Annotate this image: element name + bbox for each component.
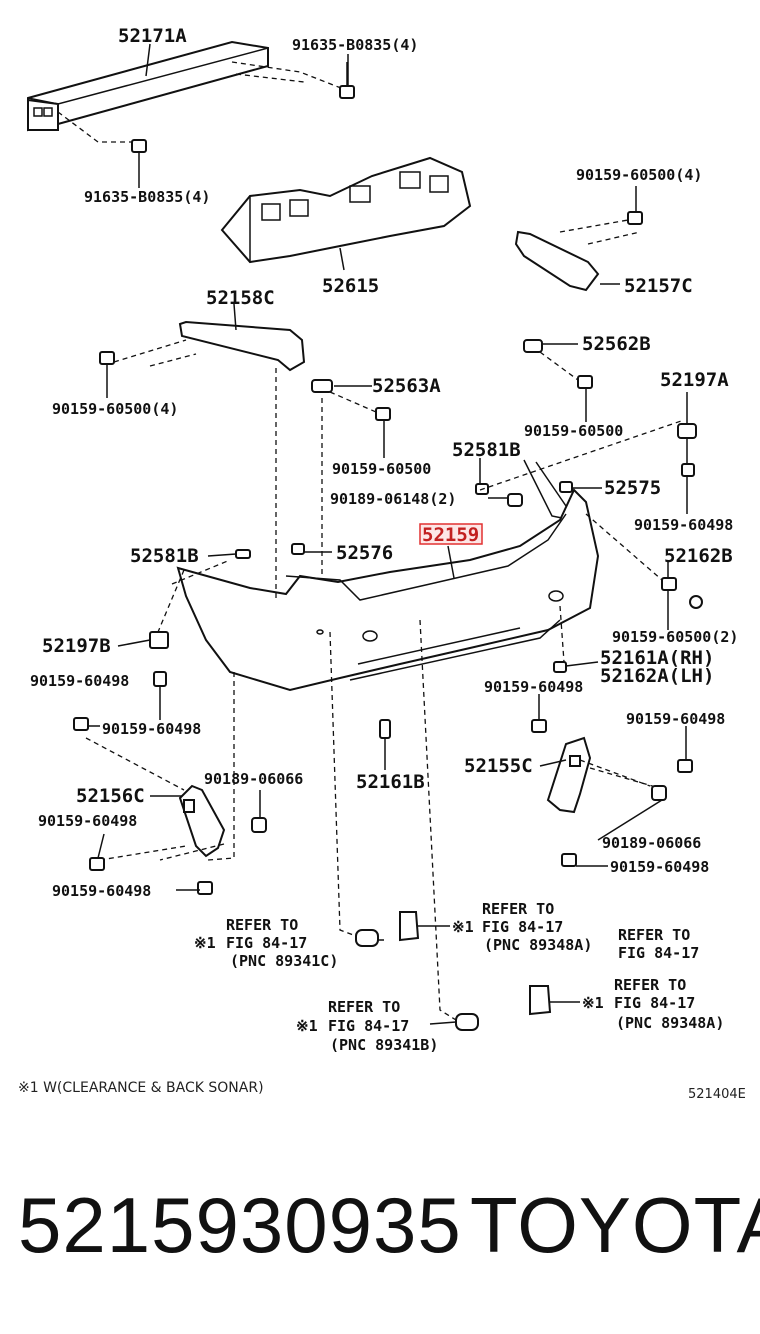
label-91635-bottom: 91635-B0835(4) <box>84 188 210 206</box>
reference-notes: REFER TO ※1 FIG 84-17 (PNC 89341C) REFER… <box>194 900 724 1054</box>
label-90159-60500-b: 90159-60500 <box>332 460 431 478</box>
label-90159-60498-r1: 90159-60498 <box>634 516 733 534</box>
left-lower-bracket-drawing <box>85 737 226 861</box>
right-lower-bracket-drawing <box>546 736 667 814</box>
part-number: 5215930935 <box>18 1181 462 1269</box>
bolt-icon <box>339 62 355 99</box>
clip-icon <box>311 379 391 421</box>
leader-lines <box>157 368 685 1021</box>
label-52562B: 52562B <box>582 333 651 355</box>
label-52161A: 52161A(RH) <box>600 647 714 669</box>
label-90159-60498-r2: 90159-60498 <box>626 710 725 728</box>
label-leaders <box>88 43 688 1025</box>
label-52615: 52615 <box>322 275 379 297</box>
screw-icon <box>73 481 703 895</box>
label-90159-60498-m: 90159-60498 <box>484 678 583 696</box>
label-52581B-left: 52581B <box>130 545 199 567</box>
label-52162B: 52162B <box>664 545 733 567</box>
label-52576: 52576 <box>336 542 393 564</box>
label-52155C: 52155C <box>464 755 533 777</box>
ref5-mark: ※1 <box>296 1017 318 1035</box>
label-90159-60500-4-left: 90159-60500(4) <box>52 400 178 418</box>
ref1-fig: FIG 84-17 <box>226 934 307 952</box>
label-90159-60498-l2: 90159-60498 <box>102 720 201 738</box>
parts-diagram: 52171A 91635-B0835(4) 91635-B0835(4) 901… <box>18 25 746 1102</box>
ref4-mark: ※1 <box>582 994 604 1012</box>
diagram-id: 521404E <box>688 1087 746 1102</box>
label-52159: 52159 <box>422 524 479 546</box>
ref3-refer: REFER TO <box>618 926 690 944</box>
label-90159-60498-r3: 90159-60498 <box>610 858 709 876</box>
label-52162A: 52162A(LH) <box>600 665 714 687</box>
label-90189-06066-l: 90189-06066 <box>204 770 303 788</box>
label-90159-60500-4-right: 90159-60500(4) <box>576 166 702 184</box>
label-52575: 52575 <box>604 477 661 499</box>
bumper-cover-drawing <box>176 459 600 692</box>
energy-absorber-drawing <box>220 156 472 271</box>
clip-icon <box>677 423 697 477</box>
ref1-refer: REFER TO <box>226 916 298 934</box>
ref5-refer: REFER TO <box>328 998 400 1016</box>
left-bracket-drawing <box>99 320 306 390</box>
reinforcement-bar-drawing <box>27 40 347 143</box>
label-90189-06066-r: 90189-06066 <box>602 834 701 852</box>
ref4-pnc: (PNC 89348A) <box>616 1014 724 1032</box>
label-90159-60500-2: 90159-60500(2) <box>612 628 738 646</box>
label-52197A: 52197A <box>660 369 729 391</box>
label-52158C: 52158C <box>206 287 275 309</box>
label-52171A: 52171A <box>118 25 187 47</box>
ref2-mark: ※1 <box>452 918 474 936</box>
label-52581B-top: 52581B <box>452 439 521 461</box>
ref1-pnc: (PNC 89341C) <box>230 952 338 970</box>
label-90159-60498-l4: 90159-60498 <box>52 882 151 900</box>
label-90159-60498-l3: 90159-60498 <box>38 812 137 830</box>
label-90189-06148: 90189-06148(2) <box>330 490 456 508</box>
label-52157C: 52157C <box>624 275 693 297</box>
ref2-refer: REFER TO <box>482 900 554 918</box>
highlight-box <box>419 523 483 545</box>
right-bracket-drawing <box>514 211 643 292</box>
brand-name: TOYOTA <box>470 1181 760 1269</box>
ref4-fig: FIG 84-17 <box>614 994 695 1012</box>
footnote: ※1 W(CLEARANCE & BACK SONAR) <box>18 1080 264 1096</box>
part-labels: 52171A 91635-B0835(4) 91635-B0835(4) 901… <box>30 25 738 900</box>
ref4-refer: REFER TO <box>614 976 686 994</box>
label-90159-60498-l1: 90159-60498 <box>30 672 129 690</box>
label-52197B: 52197B <box>42 635 111 657</box>
label-52563A: 52563A <box>372 375 441 397</box>
ref2-pnc: (PNC 89348A) <box>484 936 592 954</box>
label-52156C: 52156C <box>76 785 145 807</box>
ref5-pnc: (PNC 89341B) <box>330 1036 438 1054</box>
ref5-fig: FIG 84-17 <box>328 1017 409 1035</box>
label-90159-60500-a: 90159-60500 <box>524 422 623 440</box>
bolt-icon <box>131 139 147 178</box>
label-52161B: 52161B <box>356 771 425 793</box>
label-91635-top: 91635-B0835(4) <box>292 36 418 54</box>
caption: 5215930935 TOYOTA <box>0 1180 760 1280</box>
sonar-sensor-drawing <box>355 911 552 1031</box>
clip-icon <box>523 339 593 389</box>
ref3-fig: FIG 84-17 <box>618 944 699 962</box>
ref1-mark: ※1 <box>194 934 216 952</box>
ref2-fig: FIG 84-17 <box>482 918 563 936</box>
